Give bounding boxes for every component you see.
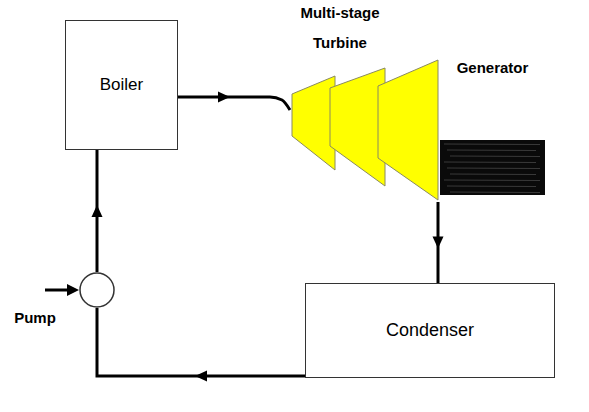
condenser-box: Condenser [305,283,555,378]
box-label: Boiler [100,75,143,95]
box-label: Condenser [386,320,474,341]
generator-body [440,140,545,195]
pump-circle: Pump [79,272,115,308]
generator-shape: Generator [440,140,545,195]
part-label: Generator [440,58,545,78]
pump-outline [79,272,115,308]
generator-block [440,140,545,195]
flow-line [97,308,305,376]
part-label: Pump [5,308,65,328]
generator-stripe [447,150,536,152]
turbine-stage [292,76,335,170]
part-label: Multi-stage Turbine [285,0,395,58]
turbine-stage [378,60,438,200]
pump-ring [80,273,114,307]
generator-stripe [444,144,540,146]
flow-connector [92,150,103,272]
flow-connector [97,308,305,382]
inlet-line [45,289,70,292]
flow-line [178,97,290,110]
flow-arrowhead [195,371,207,382]
flow-connector [433,202,444,283]
generator-stripe [447,186,536,188]
turbine-shape: Multi-stage Turbine [290,58,440,202]
generator-stripe [450,192,540,194]
turbine-stage [330,68,385,186]
flow-arrowhead [433,237,444,249]
generator-stripe [447,168,540,170]
boiler-box: Boiler [65,20,178,150]
turbine-stages [290,58,440,202]
generator-stripe [450,174,536,176]
generator-stripe [444,180,540,182]
generator-stripe [450,156,540,158]
flow-arrowhead [92,205,103,217]
flow-connector [178,92,290,111]
flow-arrowhead [218,92,230,103]
generator-stripe [444,162,536,164]
inlet-arrowhead [67,284,79,296]
